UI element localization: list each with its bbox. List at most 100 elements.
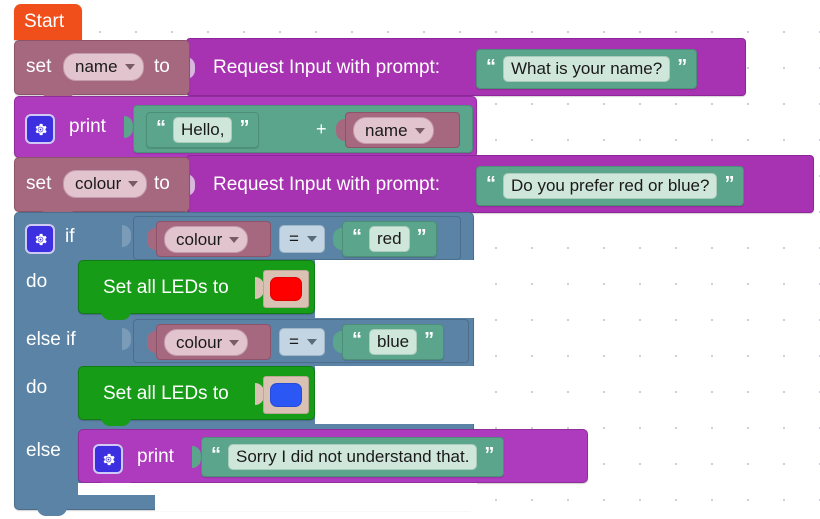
set-leds-label: Set all LEDs to — [103, 383, 229, 404]
if-block-notch — [37, 507, 67, 516]
colour-picker-block-red[interactable] — [263, 270, 309, 308]
variable-dropdown-colour[interactable]: colour — [164, 226, 249, 253]
print-label: print — [137, 446, 174, 467]
request-input-label: Request Input with prompt: — [213, 174, 441, 195]
set-variable-block-name[interactable]: set name to — [14, 40, 190, 101]
text-field[interactable]: red — [369, 226, 410, 252]
value-socket-tab — [124, 116, 133, 138]
chevron-down-icon — [229, 236, 240, 243]
compare-block-blue[interactable]: colour = “ blue ” — [133, 319, 469, 363]
value-socket-tab — [186, 174, 195, 196]
close-quote-icon: ” — [677, 56, 688, 78]
compare-block-red[interactable]: colour = “ red ” — [133, 216, 461, 260]
text-field[interactable]: blue — [369, 329, 418, 355]
join-block[interactable]: “ Hello, ” + name — [133, 105, 473, 153]
value-socket-tab — [122, 225, 131, 247]
start-block[interactable]: Start — [14, 4, 82, 47]
text-field[interactable]: Sorry I did not understand that. — [228, 444, 478, 470]
colour-swatch-blue[interactable] — [270, 383, 302, 407]
close-quote-icon: ” — [416, 226, 427, 248]
text-field[interactable]: What is your name? — [503, 56, 671, 82]
if-label: if — [65, 226, 75, 247]
value-plug-tab — [147, 228, 156, 250]
colour-picker-block-blue[interactable] — [263, 376, 309, 414]
close-quote-icon: ” — [484, 444, 495, 466]
arm-gap-2 — [315, 366, 477, 424]
text-block-blue[interactable]: “ blue ” — [333, 324, 445, 360]
gear-icon[interactable] — [25, 224, 55, 254]
request-input-label: Request Input with prompt: — [213, 57, 441, 78]
open-quote-icon: “ — [352, 329, 362, 351]
bottom-gap — [155, 495, 477, 511]
do-label-2: do — [26, 377, 48, 398]
variable-get-block-colour-2[interactable]: colour — [147, 324, 271, 360]
text-field[interactable]: Hello, — [173, 117, 233, 143]
value-socket-tab — [186, 57, 195, 79]
join-operator: + — [316, 119, 327, 139]
variable-dropdown-name[interactable]: name — [353, 117, 434, 144]
set-variable-block-colour[interactable]: set colour to — [14, 157, 190, 218]
variable-name: name — [75, 57, 118, 76]
start-label: Start — [24, 11, 65, 32]
gear-icon[interactable] — [25, 114, 55, 144]
value-plug-tab — [147, 331, 156, 353]
arm-gap-3b — [78, 483, 477, 495]
value-plug-tab — [333, 331, 342, 353]
else-label: else — [26, 440, 61, 461]
open-quote-icon: “ — [211, 444, 221, 466]
chevron-down-icon — [306, 339, 317, 345]
set-leds-label: Set all LEDs to — [103, 277, 229, 298]
value-socket-tab — [122, 328, 131, 350]
text-block-name-prompt[interactable]: “ What is your name? ” — [476, 49, 698, 89]
colour-swatch-red[interactable] — [270, 277, 302, 301]
variable-name: colour — [176, 332, 223, 352]
text-block-red[interactable]: “ red ” — [333, 221, 437, 257]
open-quote-icon: “ — [486, 173, 496, 195]
close-quote-icon: ” — [724, 173, 735, 195]
to-label: to — [154, 173, 170, 194]
open-quote-icon: “ — [156, 117, 166, 139]
request-input-block-colour[interactable]: Request Input with prompt: “ Do you pref… — [186, 155, 814, 213]
operator-dropdown-1[interactable]: = — [279, 225, 325, 253]
request-input-block-name[interactable]: Request Input with prompt: “ What is you… — [186, 38, 746, 96]
chevron-down-icon — [229, 339, 240, 346]
chevron-down-icon — [128, 181, 139, 187]
operator-symbol: = — [289, 332, 299, 351]
operator-dropdown-2[interactable]: = — [279, 328, 325, 356]
set-label: set — [26, 173, 52, 194]
value-socket-tab — [255, 277, 264, 299]
variable-get-block-colour-1[interactable]: colour — [147, 221, 271, 257]
open-quote-icon: “ — [486, 56, 496, 78]
variable-name: name — [365, 120, 408, 140]
value-plug-tab — [333, 228, 342, 250]
variable-dropdown-name[interactable]: name — [63, 53, 144, 81]
close-quote-icon: ” — [424, 329, 435, 351]
to-label: to — [154, 56, 170, 77]
set-label: set — [26, 56, 52, 77]
do-label-1: do — [26, 271, 48, 292]
chevron-down-icon — [124, 64, 135, 70]
text-block-sorry[interactable]: “ Sorry I did not understand that. ” — [201, 437, 505, 477]
set-leds-block-blue[interactable]: Set all LEDs to — [78, 366, 315, 426]
block-notch — [101, 311, 131, 320]
arm-gap-1 — [315, 260, 477, 318]
variable-dropdown-colour[interactable]: colour — [164, 329, 249, 356]
close-quote-icon: ” — [239, 117, 250, 139]
set-leds-block-red[interactable]: Set all LEDs to — [78, 260, 315, 320]
value-socket-tab — [192, 446, 201, 468]
chevron-down-icon — [414, 127, 425, 134]
value-socket-tab — [255, 383, 264, 405]
gear-icon[interactable] — [93, 444, 123, 474]
text-block-hello[interactable]: “ Hello, ” — [146, 112, 260, 148]
variable-get-block-name[interactable]: name — [336, 112, 460, 148]
block-notch — [101, 417, 131, 426]
variable-dropdown-colour[interactable]: colour — [63, 170, 148, 198]
if-else-block[interactable]: if colour = “ red ” do — [14, 212, 588, 516]
text-field[interactable]: Do you prefer red or blue? — [503, 173, 718, 199]
print-block-hello[interactable]: print “ Hello, ” + name — [14, 96, 477, 164]
value-plug-tab — [336, 119, 345, 141]
print-block-sorry[interactable]: print “ Sorry I did not understand that.… — [78, 429, 588, 489]
elseif-label: else if — [26, 329, 76, 350]
text-block-colour-prompt[interactable]: “ Do you prefer red or blue? ” — [476, 166, 745, 206]
